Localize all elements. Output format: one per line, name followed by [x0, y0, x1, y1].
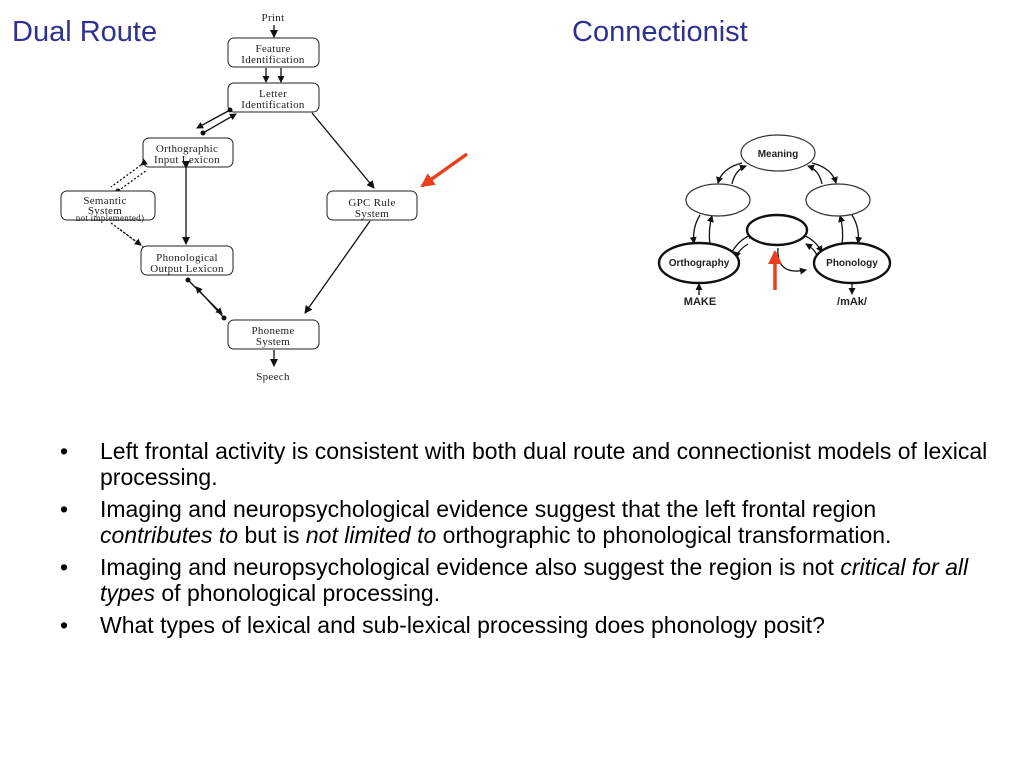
orthography-label: Orthography: [669, 258, 730, 269]
gpc-line1: GPC Rule: [348, 197, 395, 209]
orthographic-line1: Orthographic: [156, 143, 218, 155]
input-word-label: MAKE: [684, 296, 716, 308]
dotted-semantic-phonological-b: [117, 227, 150, 253]
feature-identification-box: Feature Identification: [227, 37, 320, 68]
bullet-2-part-b: but is: [238, 522, 306, 548]
meaning-label: Meaning: [758, 149, 799, 160]
bullet-list: • Left frontal activity is consistent wi…: [58, 438, 988, 644]
dual-route-diagram: Print Feature Identification Letter Iden…: [60, 12, 469, 383]
arc-meaning-right-hidden: [811, 162, 838, 184]
hidden-node-left: [685, 183, 751, 217]
arc-right-hidden-phonology: [851, 214, 863, 244]
semantic-system-box: Semantic System not implemented): [60, 190, 156, 223]
arc-orthography-left-hidden: [706, 215, 714, 246]
phonology-node: [812, 241, 892, 285]
bullet-2-text: Imaging and neuropsychological evidence …: [100, 496, 891, 548]
letter-line1: Letter: [259, 88, 287, 100]
arc-right-hidden-meaning: [807, 164, 823, 185]
feature-line1: Feature: [255, 43, 290, 55]
title-connectionist: Connectionist: [572, 16, 748, 48]
gpc-rule-system-box: GPC Rule System: [326, 190, 418, 221]
title-dual-route: Dual Route: [12, 16, 158, 48]
dotted-orthographic-semantic-b: [115, 169, 148, 194]
phonological-output-lexicon-box: Phonological Output Lexicon: [140, 245, 234, 276]
arrow-letter-orthographic: [196, 107, 233, 129]
hidden-node-right: [805, 183, 871, 217]
phonological-line1: Phonological: [156, 252, 218, 264]
semantic-line3: not implemented): [76, 213, 145, 223]
hidden-node-center: [745, 213, 809, 247]
bullet-4: • What types of lexical and sub-lexical …: [58, 612, 988, 638]
bullet-dot: •: [60, 612, 69, 638]
bullet-1: • Left frontal activity is consistent wi…: [58, 438, 988, 490]
bullet-2-part-c: orthographic to phonological transformat…: [436, 522, 892, 548]
arrow-orthographic-letter: [200, 113, 237, 136]
phoneme-line2: System: [256, 336, 290, 348]
phoneme-system-box: Phoneme System: [227, 319, 320, 350]
arc-left-hidden-orthography: [689, 214, 701, 244]
phoneme-line1: Phoneme: [251, 325, 294, 337]
feature-line2: Identification: [241, 54, 305, 66]
arc-phonology-right-hidden: [838, 215, 846, 246]
diagrams-canvas: Print Feature Identification Letter Iden…: [60, 12, 892, 383]
bullet-2-emphasis-b: not limited to: [305, 522, 437, 548]
bullet-3-part-b: of phonological processing.: [154, 580, 441, 606]
arrow-letter-gpc: [311, 112, 375, 189]
arrow-gpc-phoneme: [304, 220, 371, 314]
gpc-line2: System: [355, 208, 389, 220]
bullet-dot: •: [60, 554, 69, 580]
letter-line2: Identification: [241, 99, 305, 111]
orthographic-input-lexicon-box: Orthographic Input Lexicon: [142, 137, 234, 168]
arrow-phoneme-phonological: [195, 286, 227, 321]
bullet-3-emphasis: critical for all types: [100, 554, 969, 606]
bullet-2-emphasis-a: contributes to: [100, 522, 239, 548]
phonology-label: Phonology: [826, 258, 878, 269]
red-pointer-arrow-gpc: [420, 152, 469, 188]
arc-meaning-left-hidden: [716, 162, 743, 184]
arc-left-hidden-meaning: [731, 164, 747, 185]
connectionist-diagram: Meaning Orthography Phonology MAKE /mAk/: [657, 134, 892, 308]
bullet-2: • Imaging and neuropsychological evidenc…: [58, 496, 988, 548]
semantic-line1: Semantic: [83, 195, 126, 207]
dotted-orthographic-semantic-a: [110, 158, 148, 188]
meaning-node: [740, 134, 816, 172]
print-label: Print: [262, 12, 285, 24]
orthographic-line2: Input Lexicon: [154, 154, 220, 166]
bullet-3-text: Imaging and neuropsychological evidence …: [100, 554, 968, 606]
speech-label: Speech: [256, 371, 290, 383]
bullet-3: • Imaging and neuropsychological evidenc…: [58, 554, 988, 606]
arc-lower-link: [777, 247, 807, 275]
bullet-2-part-a: Imaging and neuropsychological evidence …: [100, 496, 877, 522]
bullet-dot: •: [60, 496, 69, 522]
letter-identification-box: Letter Identification: [227, 82, 320, 113]
bullet-1-text: Left frontal activity is consistent with…: [100, 438, 988, 490]
bullet-4-text: What types of lexical and sub-lexical pr…: [100, 612, 825, 638]
phonological-line2: Output Lexicon: [150, 263, 224, 275]
output-word-label: /mAk/: [837, 296, 867, 308]
semantic-line2: System: [88, 205, 122, 217]
bullet-dot: •: [60, 438, 69, 464]
bullet-3-part-a: Imaging and neuropsychological evidence …: [100, 554, 841, 580]
